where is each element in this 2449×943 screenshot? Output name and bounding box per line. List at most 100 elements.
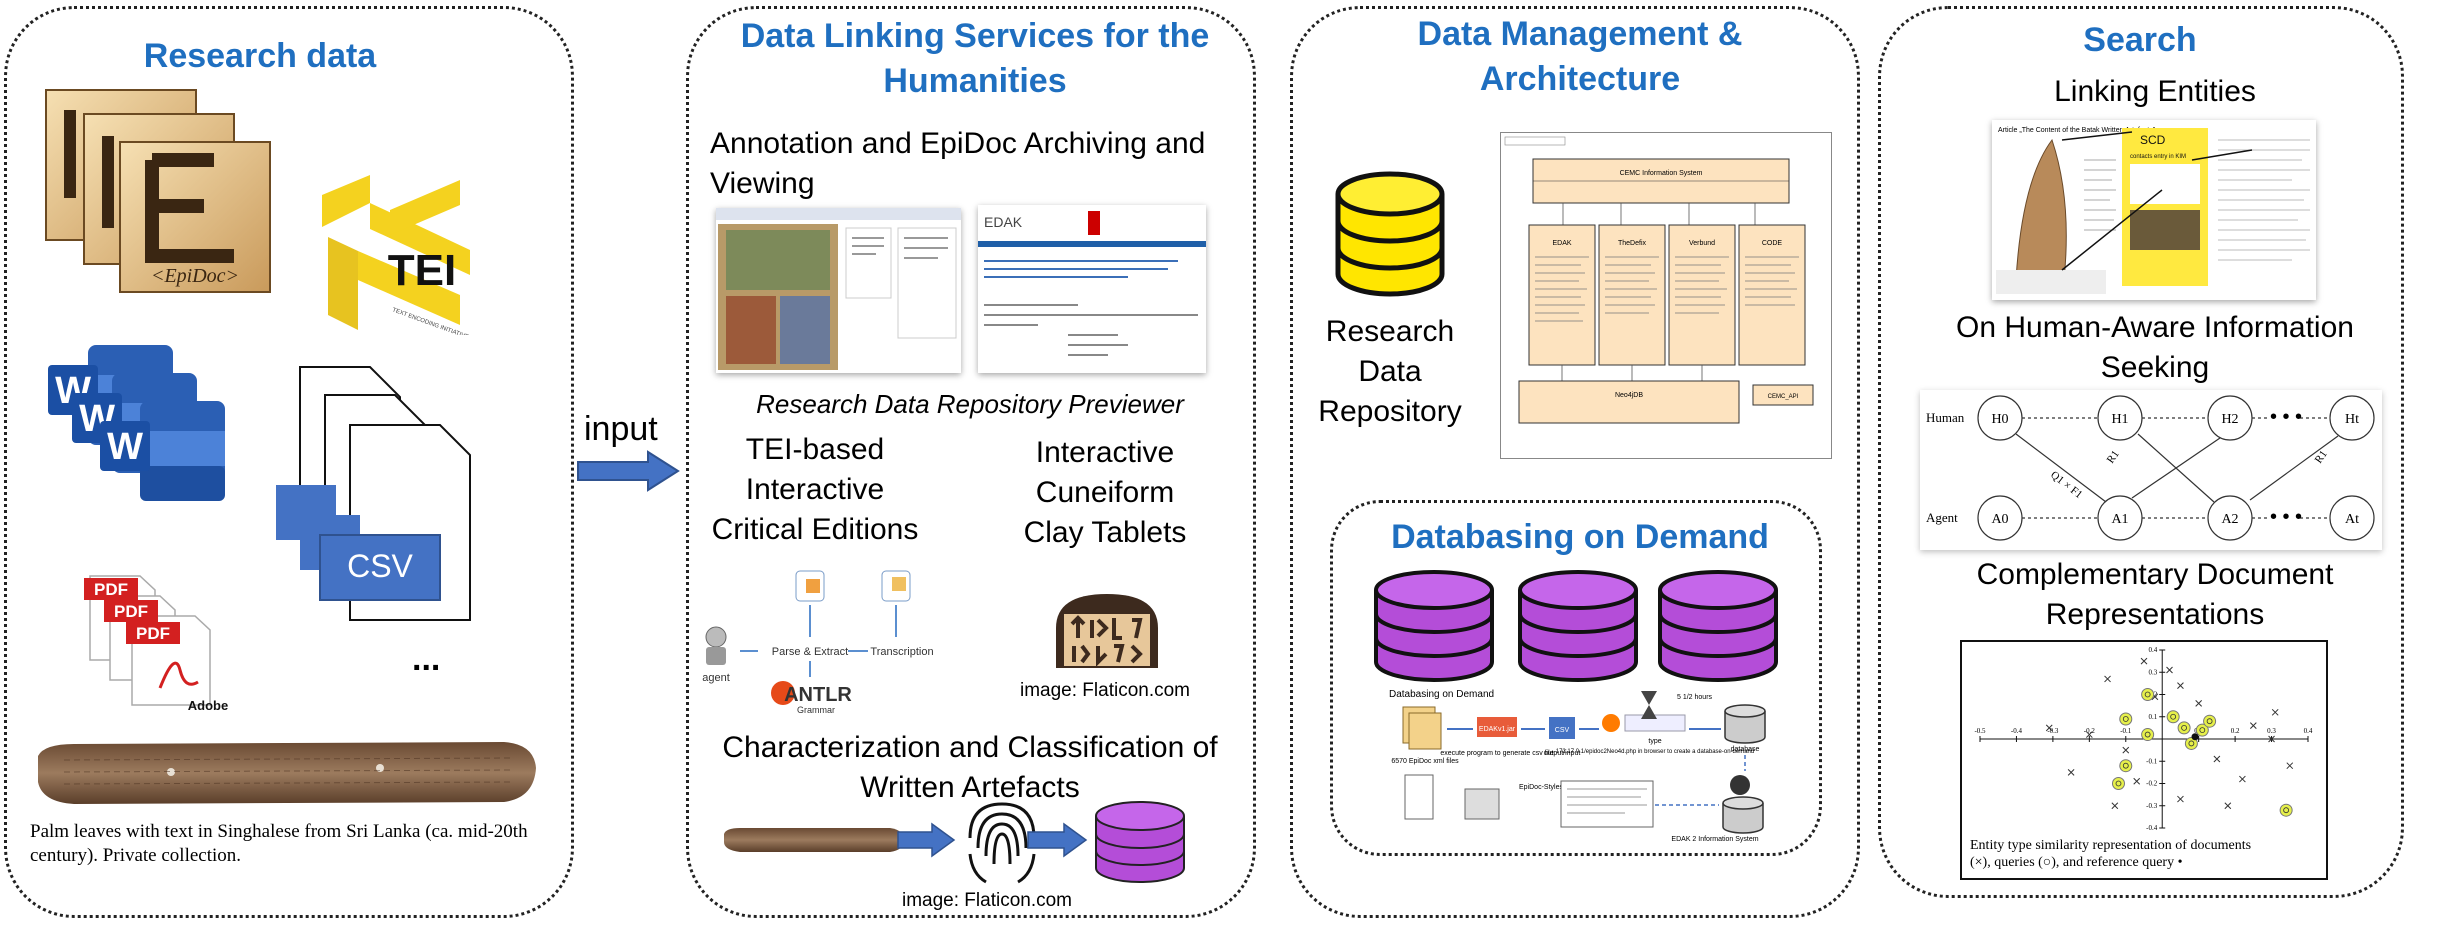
transcription-label: Transcription — [870, 646, 933, 658]
edge-label-3: R1 — [2313, 448, 2330, 465]
characterization-label: Characterization and Classification of W… — [722, 731, 1218, 804]
previewer-caption: Research Data Repository Previewer — [756, 389, 1184, 419]
input-arrow — [576, 450, 681, 492]
pdf-label-1: PDF — [94, 580, 128, 599]
epidoc-logo: <EpiDoc> — [44, 88, 284, 298]
more-ellipsis: ... — [412, 640, 441, 678]
document-point — [2268, 735, 2275, 743]
query-point — [2141, 688, 2155, 701]
query-point-inner — [2144, 731, 2151, 738]
document-point — [2249, 722, 2257, 730]
a-node-1: A1 — [2111, 512, 2128, 527]
query-point-inner — [2181, 724, 2187, 731]
data-linking-title: Data Linking Services for the Humanities — [740, 17, 1210, 100]
reference-query-point — [2191, 733, 2199, 741]
document-point — [2140, 657, 2148, 665]
dod-step-3: output/input — [1544, 750, 1581, 757]
document-point — [2213, 755, 2221, 763]
document-point-stroke — [2111, 802, 2119, 810]
query-point — [2195, 723, 2209, 737]
human-aware-label: On Human-Aware Information Seeking — [1956, 311, 2354, 384]
a-node-0: A0 — [1991, 512, 2008, 527]
document-point — [2085, 731, 2093, 738]
a-node-2: A2 — [2221, 512, 2238, 527]
document-point — [2133, 777, 2141, 785]
document-point — [2045, 724, 2053, 732]
uml-box-4: CODE — [1762, 240, 1783, 247]
data-management-title: Data Management & Architecture — [1417, 15, 1743, 98]
annotation-heading: Annotation and EpiDoc Archiving and View… — [710, 127, 1206, 200]
query-point-inner — [2122, 762, 2129, 769]
plot-caption-2: (×), queries (○), and reference query • — [1970, 855, 2183, 870]
document-point-stroke — [2104, 675, 2111, 683]
y-tick-label: 0.3 — [2148, 668, 2157, 676]
complementary-label: Complementary Document Representations — [1976, 558, 2334, 631]
research-repo-label: Research Data Repository — [1318, 315, 1462, 428]
y-tick-label: 0.4 — [2148, 646, 2157, 654]
h-node-t: Ht — [2345, 412, 2359, 427]
query-point — [2141, 728, 2155, 742]
query-point-inner — [2144, 691, 2151, 698]
query-point — [2279, 803, 2293, 817]
dod-workflow-diagram: Databasing on Demand 6570 EpiDoc xml fil… — [1385, 685, 1785, 845]
document-point — [2067, 769, 2075, 776]
dod-step-1: 6570 EpiDoc xml files — [1391, 758, 1459, 765]
scd-label: SCD — [2140, 133, 2166, 147]
linking-entities-screenshot: Article „The Content of the Batak Writte… — [1992, 120, 2316, 300]
uml-box-1: EDAK — [1552, 240, 1571, 247]
edak-label: EDAK — [984, 214, 1023, 230]
grammar-label: Grammar — [797, 705, 835, 715]
document-point-stroke — [2286, 762, 2294, 770]
csv-label: CSV — [347, 548, 413, 584]
document-point-stroke — [2067, 769, 2075, 776]
document-point — [2195, 700, 2203, 707]
query-point-inner — [2206, 718, 2213, 725]
query-point-inner — [2188, 740, 2195, 747]
scd-sub: contacts entry in KIM — [2130, 154, 2186, 160]
dod-workflow-title: Databasing on Demand — [1389, 689, 1494, 700]
characterization-pipeline — [720, 798, 1240, 888]
document-point-stroke — [2271, 708, 2279, 716]
scatter-svg: -0.5-0.4-0.3-0.2-0.10.10.20.30.40.40.30.… — [1974, 646, 2313, 832]
article-title: Article „The Content of the Batak Writte… — [1998, 127, 2156, 134]
query-point — [2177, 721, 2191, 735]
document-point — [2177, 795, 2184, 803]
human-row-label: Human — [1926, 410, 1965, 425]
document-point-stroke — [2268, 735, 2275, 743]
databasing-on-demand-title: Databasing on Demand — [1391, 518, 1769, 556]
palm-leaf-image — [34, 738, 539, 808]
cuneiform-label: Interactive Cuneiform Clay Tablets — [1023, 436, 1187, 549]
tei-logo-text: TEI — [388, 246, 456, 295]
pdf-icons: PDF PDF PDF Adobe — [80, 570, 240, 715]
y-tick-label: -0.2 — [2146, 780, 2158, 788]
query-point — [2166, 710, 2180, 724]
x-tick-label: 0.4 — [2304, 727, 2313, 735]
document-point-stroke — [2140, 657, 2148, 665]
document-point-stroke — [2122, 746, 2130, 754]
edge-label-2: R1 — [2105, 448, 2122, 465]
document-point-stroke — [2249, 722, 2257, 730]
flaticon-credit-1: image: Flaticon.com — [1020, 680, 1191, 701]
document-point-stroke — [2133, 777, 2141, 785]
x-tick-label: -0.5 — [1974, 727, 1986, 735]
epidoc-logo-text: <EpiDoc> — [151, 265, 239, 287]
pdf-label-3: PDF — [136, 624, 170, 643]
human-agent-graph: Human Agent H0 H1 H2 Ht A0 A1 A2 At • • … — [1920, 390, 2382, 550]
edge-label-1: Q1 × F1 — [2048, 469, 2084, 501]
y-tick-label: -0.1 — [2146, 757, 2158, 765]
dod-step-5: database — [1731, 746, 1760, 753]
y-tick-label: 0.1 — [2148, 713, 2157, 721]
word-icons: W W W — [48, 345, 238, 505]
document-point — [2122, 746, 2130, 754]
agent-row-label: Agent — [1926, 510, 1958, 525]
uml-box-3: Verbund — [1689, 240, 1715, 247]
pdf-label-2: PDF — [114, 602, 148, 621]
annotation-screenshot — [716, 208, 961, 373]
document-point — [2224, 802, 2232, 810]
x-tick-label: -0.1 — [2120, 727, 2132, 735]
document-point — [2286, 762, 2294, 770]
x-tick-label: -0.2 — [2084, 727, 2096, 735]
document-point-stroke — [2151, 693, 2159, 701]
dod-time: 5 1/2 hours — [1677, 694, 1713, 701]
document-point — [2111, 802, 2119, 810]
